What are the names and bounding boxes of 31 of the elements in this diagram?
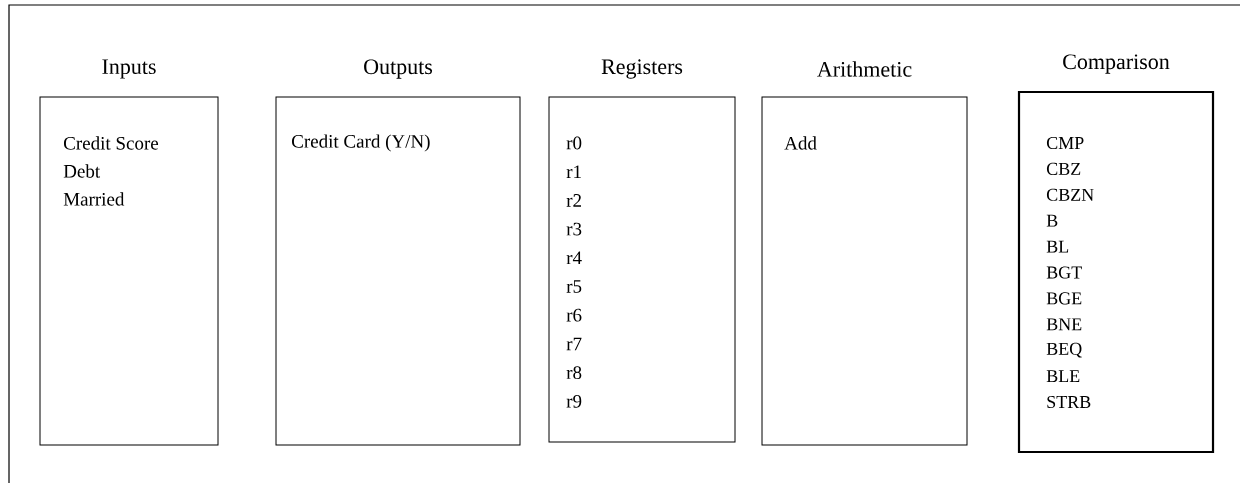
list-item: r9 — [566, 394, 582, 408]
list-item: BNE — [1046, 318, 1082, 331]
list-item: r6 — [566, 308, 582, 322]
heading: Inputs — [102, 59, 156, 79]
heading: Comparison — [1063, 54, 1170, 74]
list-item: Debt — [63, 164, 100, 178]
list-item: Credit Score — [64, 136, 159, 150]
list-item: BL — [1046, 240, 1069, 253]
list-item: BLE — [1046, 370, 1080, 382]
list-item: Credit Card (Y/N) — [292, 134, 430, 152]
heading: Outputs — [364, 59, 433, 79]
list-item: r7 — [566, 337, 582, 351]
list-item: CBZN — [1046, 188, 1094, 201]
list-item: BGE — [1046, 292, 1082, 305]
heading: Arithmetic — [817, 61, 912, 77]
list-item: B — [1046, 214, 1058, 227]
list-item: r2 — [566, 194, 581, 207]
list-item: CBZ — [1046, 162, 1081, 175]
list-item: Add — [784, 136, 817, 150]
list-item: CMP — [1046, 136, 1084, 150]
list-item: r4 — [566, 251, 582, 265]
heading: Registers — [601, 59, 683, 79]
list-item: Married — [63, 192, 125, 206]
list-item: r0 — [566, 136, 582, 150]
list-item: BEQ — [1046, 342, 1082, 358]
list-item: STRB — [1047, 395, 1091, 409]
list-item: r3 — [566, 222, 582, 236]
list-item: r1 — [566, 165, 581, 178]
list-item: BGT — [1046, 266, 1082, 279]
list-item: r8 — [566, 366, 582, 379]
list-item: r5 — [566, 280, 582, 293]
